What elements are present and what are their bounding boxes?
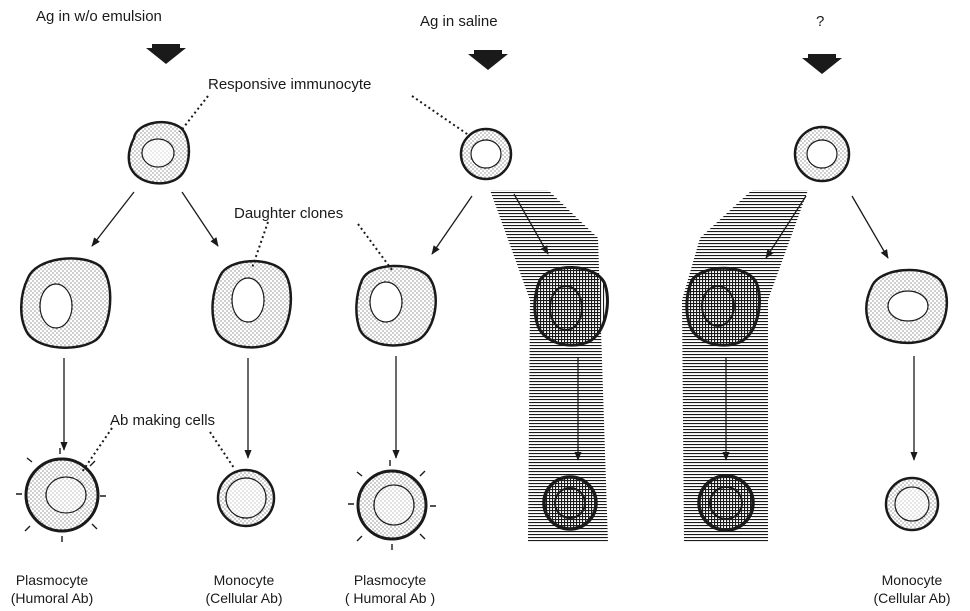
annotation-daughter-clones: Daughter clones (234, 205, 343, 222)
stimulus-arrow-1-stem (152, 44, 180, 51)
stimulus-arrow-2-stem (474, 50, 502, 57)
plasmocyte-cell-1 (16, 448, 106, 542)
outcome-name-3: Plasmocyte (345, 571, 435, 589)
outcome-name-2: Monocyte (205, 571, 282, 589)
immunocyte-2 (461, 129, 511, 179)
outcome-name-1: Plasmocyte (11, 571, 93, 589)
outcome-caption-3: Plasmocyte ( Humoral Ab ) (345, 571, 435, 607)
outcome-caption-1: Plasmocyte (Humoral Ab) (11, 571, 93, 607)
outcome-caption-4: Monocyte (Cellular Ab) (873, 571, 950, 607)
outcome-caption-2: Monocyte (Cellular Ab) (205, 571, 282, 607)
annotation-ab-making-cells: Ab making cells (110, 412, 215, 429)
immunocyte-3 (795, 127, 849, 181)
hatched-final-cell-1 (544, 477, 596, 529)
outcome-type-4: (Cellular Ab) (873, 589, 950, 607)
leader-immunocyte-1 (180, 96, 208, 132)
daughter-clone-5 (687, 268, 760, 345)
outcome-name-4: Monocyte (873, 571, 950, 589)
arrow-branch-1b (182, 192, 218, 246)
stimulus-label-3: ? (816, 13, 824, 30)
leader-daughter-2 (358, 224, 392, 270)
daughter-clone-3 (356, 266, 435, 345)
plasmocyte-cell-2 (348, 460, 436, 550)
daughter-clone-1 (21, 258, 110, 347)
hatched-final-cell-2 (699, 476, 753, 530)
daughter-clone-6 (866, 270, 946, 343)
arrow-branch-1a (92, 192, 134, 246)
leader-abcells-2 (210, 432, 234, 468)
leader-immunocyte-2 (412, 96, 470, 136)
stimulus-arrow-3-stem (808, 54, 836, 61)
stimulus-label-1: Ag in w/o emulsion (36, 8, 162, 25)
leader-abcells-1 (82, 428, 112, 472)
annotation-responsive-immunocyte: Responsive immunocyte (208, 76, 371, 93)
outcome-type-2: (Cellular Ab) (205, 589, 282, 607)
arrow-branch-2a (432, 196, 472, 254)
outcome-type-3: ( Humoral Ab ) (345, 589, 435, 607)
arrow-branch-3b (852, 196, 888, 258)
stimulus-label-2: Ag in saline (420, 13, 498, 30)
daughter-clone-2 (213, 261, 291, 347)
monocyte-cell-1 (218, 470, 274, 526)
daughter-clone-4 (535, 267, 608, 345)
outcome-type-1: (Humoral Ab) (11, 589, 93, 607)
monocyte-cell-2 (886, 478, 938, 530)
